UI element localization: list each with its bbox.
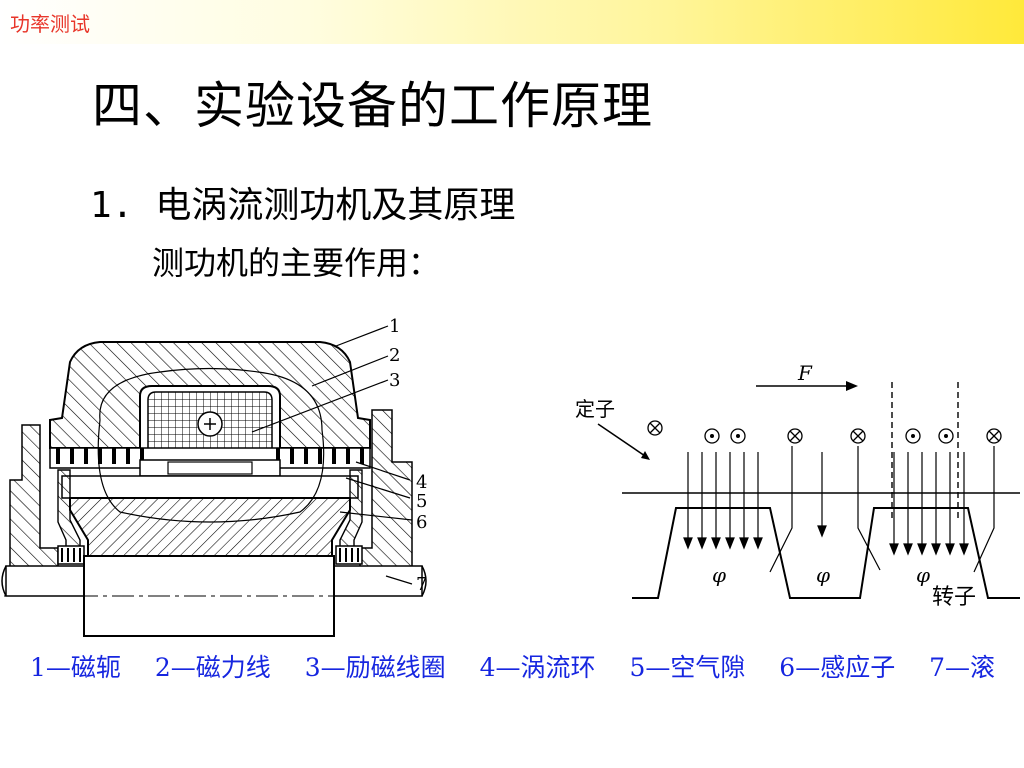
- rotor-label: 转子: [932, 585, 976, 610]
- flux-label-1: φ: [712, 563, 726, 587]
- callout-6: 6: [416, 512, 427, 533]
- inductor-rotor: [69, 497, 351, 557]
- magnetic-field-line: [97, 367, 325, 523]
- callout-1: 1: [389, 316, 400, 337]
- legend-item: 5—空气隙: [629, 653, 746, 682]
- flux-label-3: φ: [916, 563, 930, 587]
- subheading-number: 1.: [90, 185, 134, 226]
- right-bearing: [335, 545, 363, 565]
- callout-3: 3: [389, 370, 400, 391]
- callout-7: 7: [416, 574, 427, 595]
- slide-subheading: 1. 电涡流测功机及其原理: [90, 176, 515, 228]
- rotor-profile: [632, 507, 1020, 599]
- legend-item: 7—滚: [929, 653, 996, 682]
- slide-subtext: 测功机的主要作用：: [152, 244, 441, 282]
- legend-item: 3—励磁线圈: [304, 653, 446, 682]
- subheading-text: 电涡流测功机及其原理: [155, 185, 516, 226]
- dynamometer-cross-section: [1, 325, 427, 637]
- legend-item: 1—磁轭: [30, 653, 121, 682]
- force-label: F: [797, 361, 813, 385]
- stator-label: 定子: [575, 397, 615, 421]
- callout-4: 4: [416, 472, 427, 493]
- flux-label-2: φ: [816, 563, 830, 587]
- slide-heading: 四、实验设备的工作原理: [92, 77, 653, 135]
- top-banner: 功率测试: [0, 0, 1024, 44]
- callout-labels: 1 2 3 4 5 6 7: [389, 316, 427, 595]
- legend-item: 6—感应子: [779, 653, 896, 682]
- legend-item: 2—磁力线: [154, 653, 271, 682]
- eddy-current-principle-diagram: F 定子: [575, 361, 1020, 610]
- callout-2: 2: [389, 345, 400, 366]
- legend-item: 4—涡流环: [479, 653, 596, 682]
- shaft-left: [5, 565, 87, 597]
- figure-legend: 1—磁轭 2—磁力线 3—励磁线圈 4—涡流环 5—空气隙 6—感应子 7—滚: [30, 648, 1024, 684]
- shaft-right: [333, 565, 423, 597]
- callout-5: 5: [416, 491, 427, 512]
- section-title: 功率测试: [10, 12, 90, 36]
